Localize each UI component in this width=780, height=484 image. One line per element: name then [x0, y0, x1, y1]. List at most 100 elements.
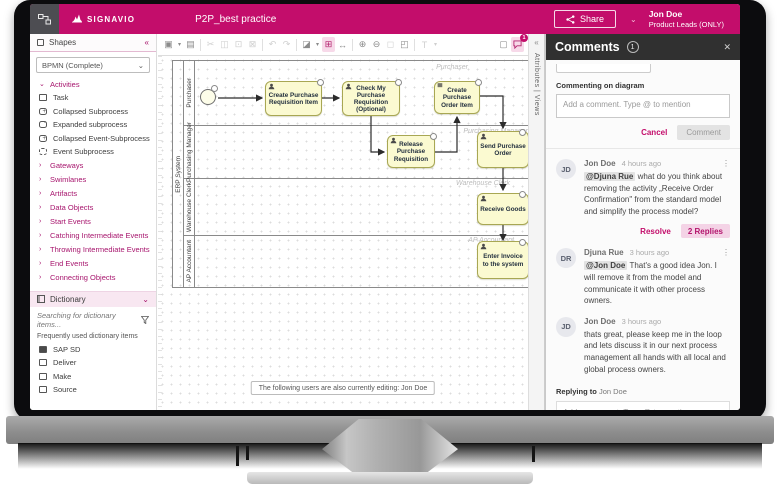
lane-warehouse-clerk[interactable]: Warehouse Clerk	[184, 179, 528, 236]
comment-filter-box[interactable]	[556, 64, 651, 73]
shape-item-task[interactable]: Task	[30, 91, 156, 105]
sidebar-category-artifacts[interactable]: ›Artifacts	[30, 187, 156, 201]
category-label: Throwing Intermediate Events	[50, 245, 150, 254]
sidebar-category-throwing-intermediate-events[interactable]: ›Throwing Intermediate Events	[30, 243, 156, 257]
new-comment-input[interactable]: Add a comment. Type @ to mention	[556, 94, 730, 118]
comment-time: 3 hours ago	[629, 248, 670, 258]
shape-item-expanded-subprocess[interactable]: - Expanded subprocess	[30, 118, 156, 132]
lane-ap-accountant[interactable]: AP Accountant	[184, 236, 528, 287]
collapse-sidebar-icon[interactable]: «	[144, 38, 149, 47]
sidebar-category-start-events[interactable]: ›Start Events	[30, 215, 156, 229]
comments-body: Commenting on diagram Add a comment. Typ…	[546, 60, 740, 410]
print-icon[interactable]: ▤	[186, 39, 195, 49]
pool-title[interactable]: ERP System	[173, 61, 184, 287]
mention-chip[interactable]: @Djuna Rue	[584, 172, 636, 181]
cut-icon[interactable]: ✂	[206, 39, 215, 49]
dictionary-entry-icon	[39, 386, 47, 394]
shape-item-collapsed-event-subprocess[interactable]: + Collapsed Event-Subprocess	[30, 132, 156, 146]
comments-toggle-button[interactable]: 1	[511, 34, 528, 52]
zoom-out-icon[interactable]: ⊖	[372, 39, 381, 49]
share-button[interactable]: Share	[553, 10, 616, 28]
attachment-dot-icon	[317, 79, 324, 86]
format-dropdown-icon[interactable]: ▾	[315, 42, 319, 48]
shape-item-event-subprocess[interactable]: Event Subprocess	[30, 145, 156, 159]
start-event[interactable]	[200, 89, 216, 105]
user-task-icon	[268, 83, 275, 90]
diagram-home-button[interactable]	[30, 4, 59, 34]
attachment-dot-icon	[519, 239, 526, 246]
copy-icon[interactable]: ◫	[220, 39, 229, 49]
grid-icon[interactable]: ⊞	[322, 37, 335, 52]
format-icon[interactable]: ◪	[302, 39, 311, 49]
reply-input[interactable]: Add a comment. Type @ to mention	[556, 401, 730, 410]
collapse-panel-icon[interactable]: «	[534, 38, 539, 47]
comment-menu-icon[interactable]: ⋮	[722, 159, 730, 168]
dictionary-item-source[interactable]: Source	[30, 383, 156, 397]
comment-submit-button[interactable]: Comment	[677, 125, 730, 140]
zoom-selection-icon[interactable]: ◻	[386, 39, 395, 49]
dictionary-item-sap-sd[interactable]: SAP SD	[30, 343, 156, 357]
replies-button[interactable]: 2 Replies	[680, 224, 730, 239]
dictionary-search[interactable]: Searching for dictionary items...	[30, 307, 156, 331]
task-create-purchase-order-item[interactable]: ≣ Create Purchase Order Item	[434, 79, 482, 114]
category-label: Swimlanes	[50, 175, 87, 184]
sidebar-category-connecting-objects[interactable]: ›Connecting Objects	[30, 271, 156, 285]
notation-select-value: BPMN (Complete)	[42, 60, 103, 70]
delete-icon[interactable]: ⊠	[248, 39, 257, 49]
save-icon[interactable]: ▣	[164, 39, 173, 49]
undo-icon[interactable]: ↶	[268, 39, 277, 49]
bpmn-pool[interactable]: ERP System Purchaser Purchasing Manager …	[172, 60, 528, 288]
sidebar-category-activities[interactable]: ⌄ Activities	[30, 77, 156, 91]
task-create-purchase-requisition-item[interactable]: Create Purchase Requisition Item	[265, 79, 324, 116]
task-check-my-purchase-requisition[interactable]: Check My Purchase Requisition (Optional)	[342, 79, 402, 116]
sidebar-category-gateways[interactable]: ›Gateways	[30, 159, 156, 173]
text-tool-icon[interactable]: T	[421, 39, 428, 50]
cancel-button[interactable]: Cancel	[641, 128, 668, 137]
notation-select[interactable]: BPMN (Complete) ⌄	[36, 57, 150, 73]
save-dropdown-icon[interactable]: ▾	[177, 42, 181, 48]
sidebar-category-catching-intermediate-events[interactable]: ›Catching Intermediate Events	[30, 229, 156, 243]
zoom-in-icon[interactable]: ⊕	[358, 39, 367, 49]
user-menu-caret-icon[interactable]: ⌄	[629, 14, 637, 24]
comment-text: @Jon Doe That's a good idea Jon. I will …	[584, 261, 717, 306]
fullscreen-icon[interactable]: ◰	[400, 39, 409, 49]
dictionary-item-make[interactable]: Make	[30, 370, 156, 384]
paste-icon[interactable]: ⊡	[234, 39, 243, 49]
service-task-icon: ≣	[437, 82, 443, 89]
share-label: Share	[579, 14, 604, 24]
task-receive-goods[interactable]: Receive Goods	[477, 191, 528, 225]
tab-attributes-views[interactable]: Attributes | Views	[533, 53, 540, 116]
expanded-subprocess-icon: -	[39, 120, 47, 129]
brand-logo[interactable]: SIGNAVIO	[59, 13, 147, 25]
task-release-purchase-requisition[interactable]: Release Purchase Requisition	[387, 133, 437, 168]
attributes-views-tab-strip: « Attributes | Views	[528, 34, 545, 410]
shape-item-label: Expanded subprocess	[53, 120, 128, 130]
task-enter-invoice-to-the-system[interactable]: Enter Invoice to the system	[477, 239, 528, 279]
lane-purchaser[interactable]: Purchaser	[184, 61, 528, 126]
fit-width-icon[interactable]: ↔	[338, 39, 347, 50]
shapes-panel-header[interactable]: Shapes «	[30, 34, 156, 52]
comment-menu-icon[interactable]: ⋮	[722, 248, 730, 258]
shape-item-collapsed-subprocess[interactable]: + Collapsed Subprocess	[30, 105, 156, 119]
sidebar-category-swimlanes[interactable]: ›Swimlanes	[30, 173, 156, 187]
filter-funnel-icon[interactable]	[141, 315, 149, 324]
sidebar-category-end-events[interactable]: ›End Events	[30, 257, 156, 271]
comments-count-badge: 1	[626, 41, 639, 53]
diagram-canvas[interactable]: Purchaser Purchasing Manager Warehouse C…	[158, 56, 528, 410]
text-dropdown-icon[interactable]: ▾	[433, 42, 437, 48]
dictionary-panel-header[interactable]: Dictionary ⌄	[30, 290, 156, 307]
resolve-button[interactable]: Resolve	[640, 226, 671, 236]
dictionary-item-deliver[interactable]: Deliver	[30, 356, 156, 370]
redo-icon[interactable]: ↷	[282, 39, 291, 49]
lane-purchasing-manager[interactable]: Purchasing Manager	[184, 122, 528, 182]
sidebar-category-data-objects[interactable]: ›Data Objects	[30, 201, 156, 215]
mention-chip[interactable]: @Jon Doe	[584, 261, 628, 271]
notation-select-caret-icon: ⌄	[137, 60, 144, 70]
export-icon[interactable]: ▢	[499, 39, 508, 49]
dictionary-caret-icon[interactable]: ⌄	[142, 294, 149, 304]
user-info[interactable]: Jon Doe Product Leads (ONLY)	[649, 9, 724, 29]
close-icon[interactable]: ✕	[723, 41, 731, 52]
task-send-purchase-order[interactable]: Send Purchase Order	[477, 129, 528, 168]
category-label: Start Events	[50, 217, 91, 226]
user-task-icon	[480, 243, 487, 250]
